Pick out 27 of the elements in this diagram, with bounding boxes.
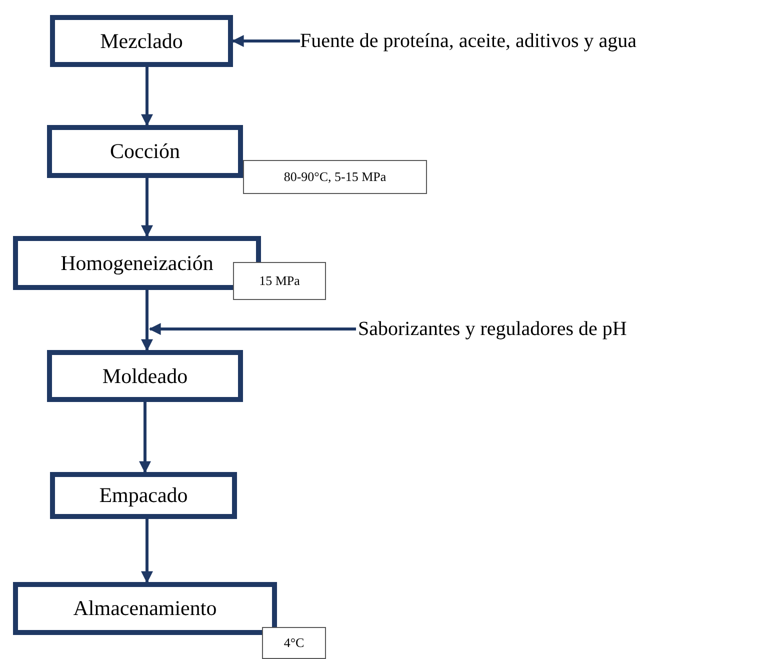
arrow xyxy=(141,67,153,126)
step-label: Almacenamiento xyxy=(73,596,217,621)
process-box xyxy=(13,236,261,290)
process-box xyxy=(47,125,243,178)
step-label: Empacado xyxy=(99,483,188,508)
arrow xyxy=(139,402,151,474)
arrow xyxy=(148,323,356,335)
step-label: Cocción xyxy=(110,139,180,164)
parameter-box xyxy=(243,160,427,194)
parameter-box xyxy=(262,627,326,659)
step-label: 80-90°C, 5-15 MPa xyxy=(284,169,386,185)
process-box xyxy=(50,472,237,519)
input-label: Fuente de proteína, aceite, aditivos y agua xyxy=(300,30,637,52)
process-box xyxy=(47,350,243,402)
arrow xyxy=(141,178,153,238)
process-box xyxy=(13,582,277,635)
parameter-box xyxy=(233,262,326,300)
step-label: Homogeneización xyxy=(60,250,214,276)
arrow xyxy=(141,290,153,352)
step-label: Moldeado xyxy=(102,364,188,388)
step-label: Mezclado xyxy=(100,28,183,54)
step-label: 4°C xyxy=(284,635,304,651)
step-label: 15 MPa xyxy=(259,273,300,289)
arrow xyxy=(141,519,153,584)
process-box xyxy=(50,15,233,67)
input-label: Saborizantes y reguladores de pH xyxy=(358,318,627,340)
arrow xyxy=(232,35,300,47)
